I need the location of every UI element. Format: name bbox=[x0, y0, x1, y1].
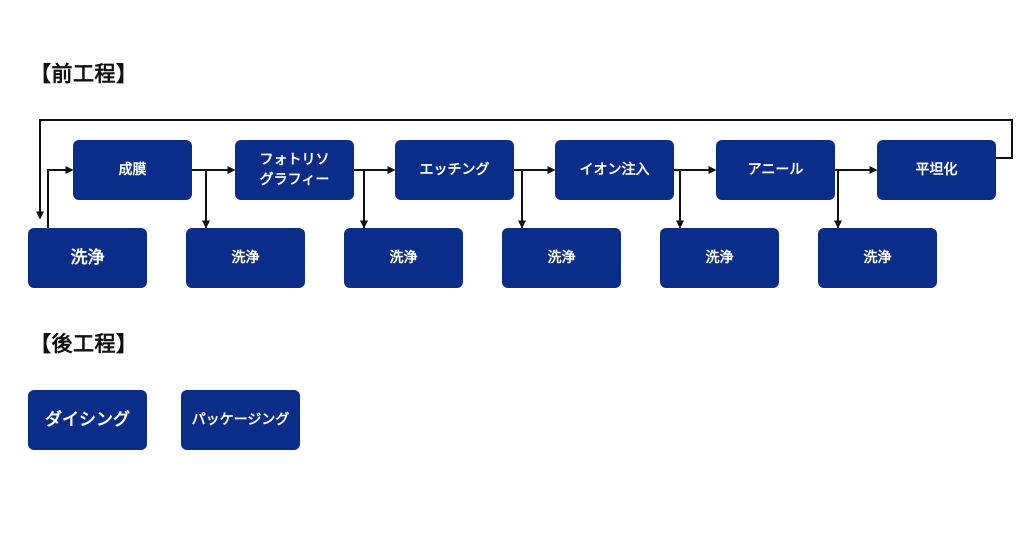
arrow-main-to-clean-5 bbox=[674, 169, 684, 229]
arrow-main-to-clean-3 bbox=[354, 169, 368, 229]
cleaning-step-3: 洗浄 bbox=[344, 228, 463, 288]
arrow-main-to-clean-6 bbox=[834, 169, 842, 229]
arrow-clean-to-main-2 bbox=[205, 166, 236, 228]
arrow-main-to-clean-2 bbox=[192, 169, 210, 229]
arrow-clean-to-main-6 bbox=[837, 166, 878, 228]
arrow-clean-to-main-1 bbox=[47, 166, 74, 228]
cleaning-step-2: 洗浄 bbox=[186, 228, 305, 288]
back-process-title: 【後工程】 bbox=[30, 332, 138, 356]
main-step-annealing: アニール bbox=[716, 140, 835, 200]
main-step-film-deposition: 成膜 bbox=[73, 140, 192, 200]
back-step-packaging: パッケージング bbox=[181, 390, 300, 450]
arrow-clean-to-main-5 bbox=[679, 166, 717, 228]
cleaning-step-1: 洗浄 bbox=[28, 228, 147, 288]
main-step-ion-implantation: イオン注入 bbox=[555, 140, 674, 200]
arrow-clean-to-main-3 bbox=[363, 166, 396, 228]
arrow-loop-back bbox=[36, 119, 1013, 220]
main-step-etching: エッチング bbox=[395, 140, 514, 200]
main-step-photolithography: フォトリソ グラフィー bbox=[235, 140, 354, 200]
arrow-main-to-clean-4 bbox=[514, 169, 526, 229]
main-step-planarization: 平坦化 bbox=[877, 140, 996, 200]
cleaning-step-6: 洗浄 bbox=[818, 228, 937, 288]
arrow-clean-to-main-4 bbox=[521, 166, 556, 228]
front-process-title: 【前工程】 bbox=[30, 62, 138, 86]
cleaning-step-4: 洗浄 bbox=[502, 228, 621, 288]
back-step-dicing: ダイシング bbox=[28, 390, 147, 450]
cleaning-step-5: 洗浄 bbox=[660, 228, 779, 288]
